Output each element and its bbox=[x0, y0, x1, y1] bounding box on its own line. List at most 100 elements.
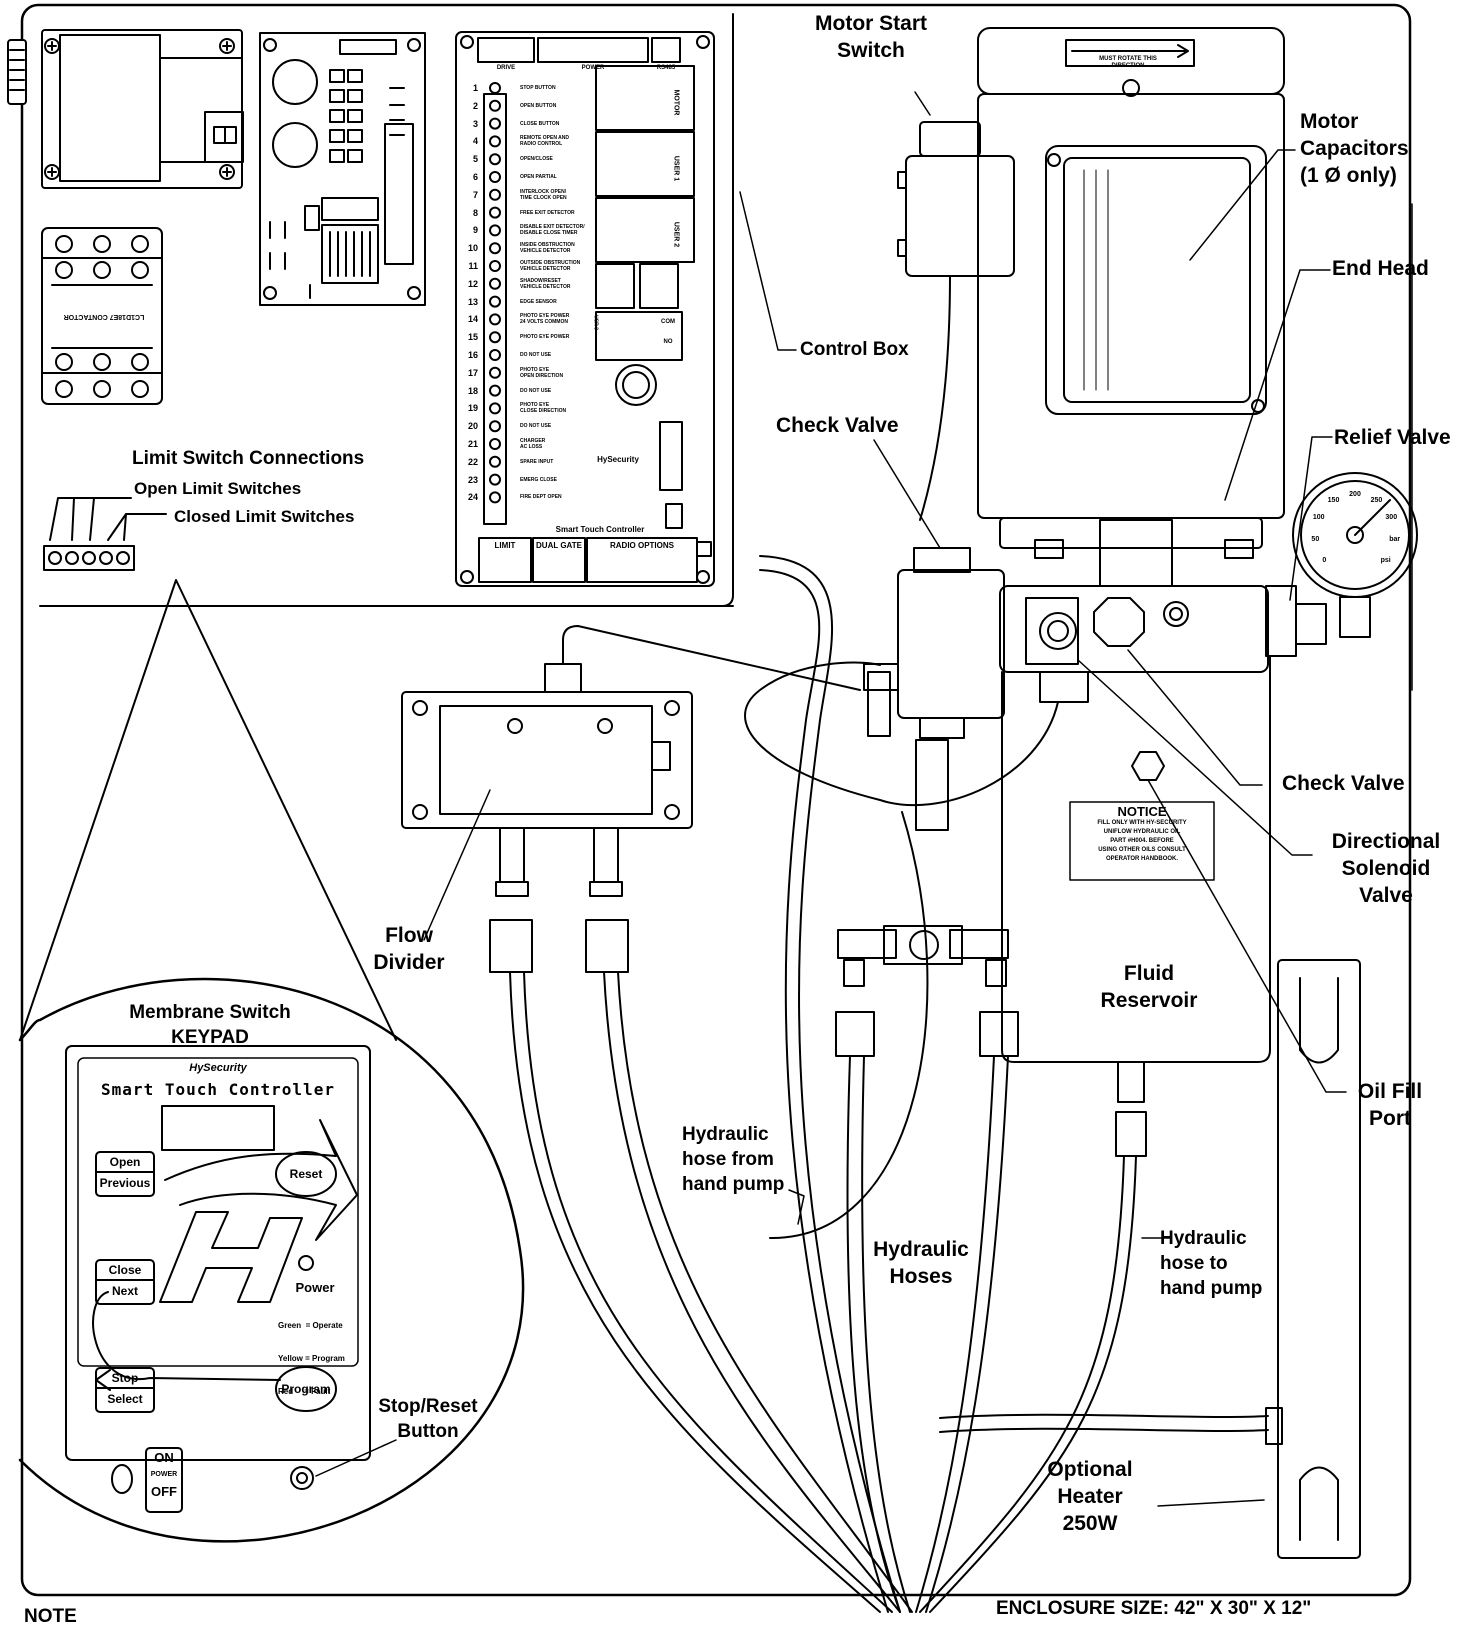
terminal-description: EDGE SENSOR bbox=[520, 299, 557, 305]
stop-reset-pushbutton[interactable] bbox=[291, 1467, 313, 1489]
terminal-description-line: FREE EXIT DETECTOR bbox=[520, 209, 575, 216]
terminal-number: 6 bbox=[472, 172, 478, 182]
controller-header-radio-options: RADIO OPTIONS bbox=[609, 541, 674, 550]
hydraulic-hose-fittings bbox=[489, 671, 1147, 1157]
label-line: Motor Start bbox=[815, 12, 927, 35]
motor bbox=[977, 27, 1285, 587]
terminal-screw bbox=[489, 349, 501, 361]
terminal-number: 23 bbox=[467, 474, 478, 485]
label-line: Reservoir bbox=[1100, 989, 1198, 1012]
label-control-box: Control Box bbox=[800, 339, 909, 360]
terminal-description: SPARE INPUT bbox=[520, 459, 553, 465]
terminal-description: FIRE DEPT OPEN bbox=[520, 494, 562, 500]
program-button[interactable]: Program bbox=[281, 1382, 331, 1396]
gauge-tick-label: 250 bbox=[1370, 497, 1383, 505]
terminal-description: INTERLOCK OPEN/TIME CLOCK OPEN bbox=[520, 189, 567, 201]
reset-button[interactable]: Reset bbox=[289, 1167, 323, 1181]
terminal-description: DO NOT USE bbox=[520, 423, 551, 429]
notice-title: NOTICE bbox=[1117, 804, 1167, 819]
terminal-number: 22 bbox=[467, 456, 478, 467]
terminal-description-line: OPEN BUTTON bbox=[520, 102, 557, 109]
terminal-description-line: DO NOT USE bbox=[520, 387, 552, 394]
close-button[interactable]: Close bbox=[108, 1263, 142, 1277]
label-line: Stop/Reset bbox=[378, 1396, 478, 1417]
terminal-screw bbox=[489, 153, 501, 166]
select-button[interactable]: Select bbox=[107, 1392, 143, 1406]
label-line: Hydraulic bbox=[682, 1124, 769, 1145]
label-line: Fluid bbox=[1123, 962, 1175, 985]
contactor bbox=[41, 227, 163, 405]
terminal-description: OPEN/CLOSE bbox=[520, 156, 553, 162]
label-enclosure-size: ENCLOSURE SIZE: 42" X 30" X 12" bbox=[996, 1598, 1312, 1619]
power-indicator-label: Power bbox=[295, 1280, 335, 1295]
terminal-description-line: FIRE DEPT OPEN bbox=[520, 494, 562, 501]
label-line: hose to bbox=[1160, 1253, 1228, 1274]
keypad-panel bbox=[65, 1045, 371, 1513]
terminal-description-line: SPARE INPUT bbox=[520, 458, 554, 465]
terminal-description: EMERG CLOSE bbox=[520, 477, 557, 483]
power-switch-off: OFF bbox=[151, 1484, 177, 1499]
label-line: Optional bbox=[1047, 1458, 1133, 1481]
terminal-description-line: RADIO CONTROL bbox=[520, 141, 563, 148]
keypad-title: Smart Touch Controller bbox=[101, 1080, 335, 1099]
terminal-description-line: STOP BUTTON bbox=[520, 85, 556, 91]
terminal-description-line: REMOTE OPEN AND bbox=[520, 135, 569, 142]
terminal-screw bbox=[489, 242, 501, 255]
terminal-number: 13 bbox=[467, 296, 478, 307]
terminal-description: OPEN BUTTON bbox=[520, 103, 556, 109]
label-line: Port bbox=[1369, 1107, 1411, 1130]
gauge-tick-label: 100 bbox=[1312, 514, 1325, 522]
label-line: Hydraulic bbox=[1160, 1228, 1247, 1249]
terminal-description-line: CLOSE DIRECTION bbox=[520, 408, 567, 415]
next-button[interactable]: Next bbox=[111, 1284, 138, 1298]
controller-header-dual-gate: DUAL GATE bbox=[536, 541, 582, 550]
terminal-number: 14 bbox=[467, 314, 478, 325]
label-line: Motor bbox=[1300, 110, 1359, 133]
gauge-tick-label: bar bbox=[1389, 536, 1401, 544]
controller-side-user1: USER 1 bbox=[672, 155, 680, 182]
power-switch[interactable]: ON POWER OFF bbox=[146, 1450, 182, 1500]
terminal-description: STOP BUTTON bbox=[520, 85, 556, 91]
stop-button[interactable]: Stop bbox=[111, 1371, 139, 1385]
label-line: Oil Fill bbox=[1357, 1080, 1423, 1103]
label-line: hand pump bbox=[1160, 1278, 1263, 1299]
power-supply-board bbox=[259, 32, 426, 306]
label-line: 250W bbox=[1062, 1512, 1118, 1535]
power-legend-line: Green = Operate bbox=[278, 1321, 343, 1330]
power-switch-power: POWER bbox=[150, 1471, 178, 1478]
terminal-description-line: PHOTO EYE POWER bbox=[520, 313, 570, 320]
notice-line: PART #H004. BEFORE bbox=[1110, 838, 1174, 844]
controller-usr3-label: USR 3 bbox=[592, 315, 599, 330]
previous-button[interactable]: Previous bbox=[99, 1176, 151, 1190]
terminal-description-line: TIME CLOCK OPEN bbox=[520, 194, 567, 201]
controller-brand: HySecurity bbox=[597, 455, 639, 464]
controller-header-limit: LIMIT bbox=[494, 541, 516, 550]
power-legend-line: Yellow = Program bbox=[278, 1354, 345, 1363]
label-line: hose from bbox=[682, 1149, 774, 1170]
terminal-screw bbox=[489, 438, 501, 450]
label-check-valve-top: Check Valve bbox=[776, 414, 899, 437]
terminal-description: DO NOT USE bbox=[520, 352, 551, 358]
terminal-description: DO NOT USE bbox=[520, 388, 551, 394]
terminal-screw bbox=[489, 171, 501, 183]
label-limit-switch-connections: Limit Switch Connections bbox=[132, 448, 365, 469]
terminal-number: 15 bbox=[467, 332, 478, 343]
transformer bbox=[41, 29, 244, 189]
terminal-description: FREE EXIT DETECTOR bbox=[520, 210, 575, 216]
open-button[interactable]: Open bbox=[109, 1155, 141, 1169]
toggle-switch-icon[interactable] bbox=[112, 1466, 132, 1494]
terminal-screw bbox=[489, 491, 501, 504]
notice-plate: NOTICE FILL ONLY WITH HY-SECURITY UNIFLO… bbox=[1070, 805, 1214, 864]
label-motor-start-switch: Motor Start Switch bbox=[796, 10, 946, 64]
terminal-number: 8 bbox=[472, 207, 478, 218]
terminal-number: 24 bbox=[467, 492, 478, 503]
terminal-description-line: 24 VOLTS COMMON bbox=[520, 319, 568, 326]
terminal-screw bbox=[489, 313, 501, 326]
